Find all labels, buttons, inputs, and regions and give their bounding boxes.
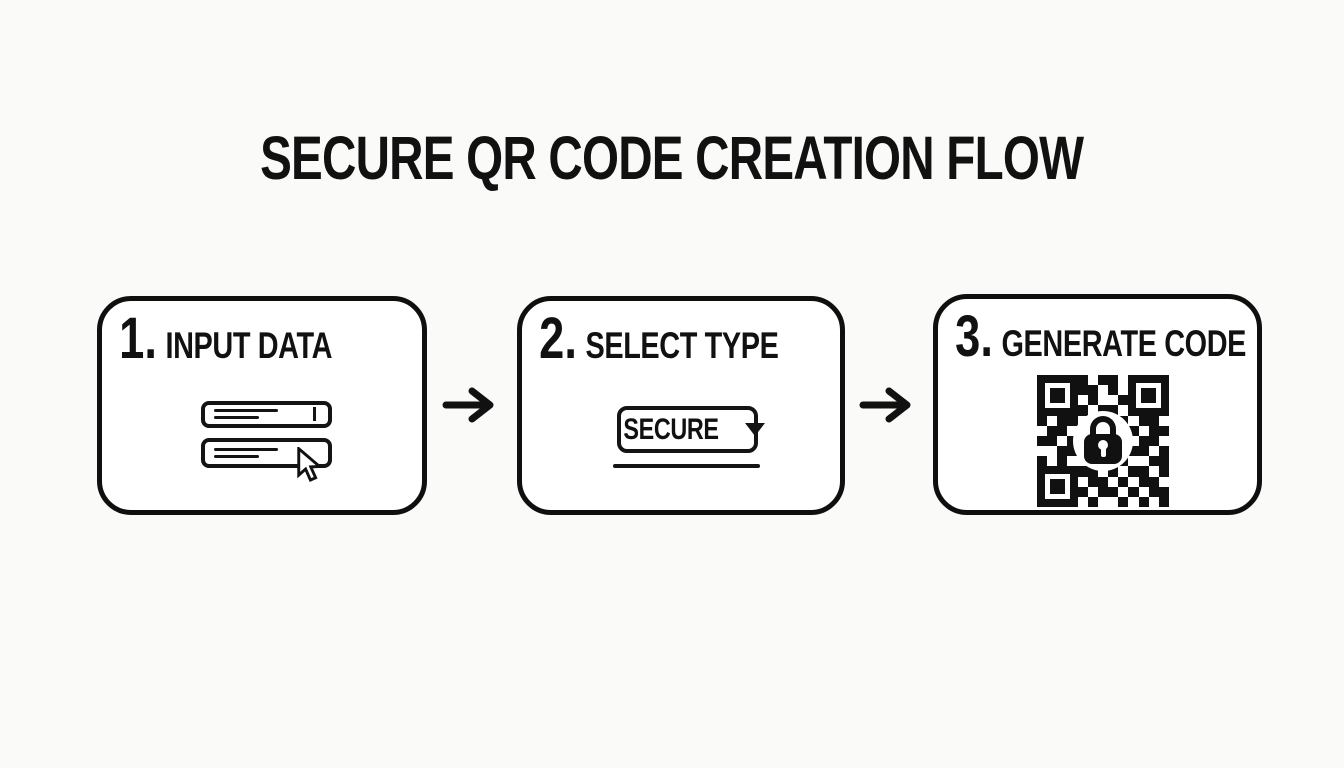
step-2-heading: 2. SELECT TYPE <box>522 301 779 371</box>
qr-finder-pattern <box>1037 375 1078 416</box>
step-3-number: 3. <box>955 304 993 369</box>
dropdown-underline <box>613 464 760 468</box>
qr-code-illustration <box>1037 375 1169 507</box>
arrow-right-icon <box>859 387 911 423</box>
lock-icon <box>1084 416 1122 464</box>
step-1-heading: 1. INPUT DATA <box>102 301 352 370</box>
type-dropdown-illustration: SECURE <box>617 406 766 453</box>
qr-finder-pattern <box>1128 375 1169 416</box>
field-text-line <box>214 455 259 458</box>
dropdown-selected-value: SECURE <box>623 412 719 446</box>
mouse-pointer-icon <box>297 447 324 483</box>
step-card-generate-code: 3. GENERATE CODE <box>933 294 1262 515</box>
field-text-line <box>214 448 278 451</box>
field-text-line <box>214 416 259 419</box>
text-field-illustration <box>201 401 332 428</box>
step-card-select-type: 2. SELECT TYPE SECURE <box>517 296 845 515</box>
step-1-label: INPUT DATA <box>165 325 333 366</box>
step-card-input-data: 1. INPUT DATA <box>97 296 427 515</box>
chevron-down-icon <box>745 423 766 436</box>
step-3-heading: 3. GENERATE CODE <box>938 299 1246 369</box>
step-1-number: 1. <box>119 306 157 371</box>
text-field-illustration <box>201 438 332 468</box>
text-caret-icon <box>313 407 316 421</box>
step-3-label: GENERATE CODE <box>1001 323 1247 364</box>
field-text-line <box>214 409 278 412</box>
title-bar: SECURE QR CODE CREATION FLOW <box>0 128 1344 189</box>
step-2-number: 2. <box>539 306 577 371</box>
step-2-label: SELECT TYPE <box>585 325 779 366</box>
qr-finder-pattern <box>1037 466 1078 507</box>
arrow-right-icon <box>442 387 494 423</box>
diagram-title: SECURE QR CODE CREATION FLOW <box>260 124 1084 192</box>
